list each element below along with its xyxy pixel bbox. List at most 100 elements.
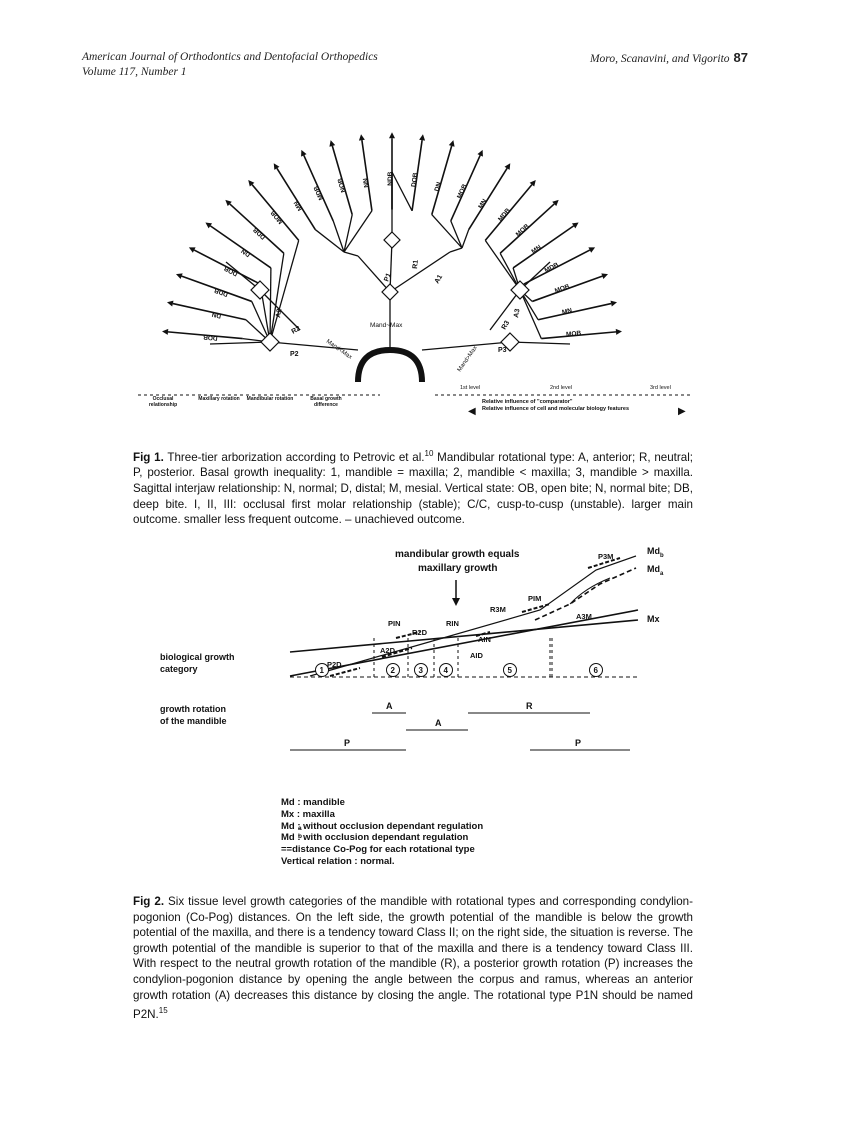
branch-tag: MN — [293, 199, 304, 212]
outcome-arrow — [499, 203, 555, 254]
outcome-arrow — [468, 167, 508, 230]
category-number: 1 — [320, 666, 325, 675]
outcome-arrow — [181, 275, 253, 303]
category-circle — [589, 663, 603, 677]
branch-tag: MOB — [566, 330, 582, 338]
arrow-head — [358, 134, 365, 141]
tree-node — [260, 332, 280, 352]
outcome-arrow — [484, 184, 533, 241]
point-label: PIM — [528, 594, 541, 603]
legend-mda: Md : without occlusion dependant regulat… — [281, 820, 484, 832]
arrow-head — [329, 140, 336, 147]
outcome-arrow — [450, 155, 481, 222]
tree-branch — [461, 229, 470, 249]
label-rot2: of the mandible — [160, 716, 227, 726]
author-names: Moro, Scanavini, and Vigorito — [589, 53, 730, 65]
svg-text:◀: ◀ — [468, 406, 476, 417]
arrow-head — [571, 222, 579, 229]
category-circle — [439, 663, 453, 677]
tree-branch — [343, 251, 359, 257]
rotation-label: A — [435, 718, 442, 728]
outcome-arrow — [229, 203, 285, 254]
outcome-arrow — [167, 331, 243, 340]
category-number: 5 — [508, 666, 513, 675]
outcome-arrow — [193, 249, 261, 285]
tree-branch — [357, 255, 391, 293]
branch-tag: NDB — [387, 171, 394, 185]
arrow-head — [588, 247, 596, 253]
tree-branch — [431, 214, 463, 249]
rotation-label: R — [526, 701, 533, 711]
branch-tag: DDB — [252, 226, 267, 241]
page-number: 87 — [733, 50, 748, 65]
legend-md: Md : mandible — [281, 797, 345, 808]
tree-branch — [389, 251, 451, 293]
tree-branch — [509, 341, 571, 345]
label-mdb: Mdb — [647, 546, 664, 559]
label-a1: A1 — [434, 274, 445, 285]
branch-tag: DDB — [213, 286, 229, 297]
label-rot1: growth rotation — [160, 704, 226, 714]
branch-tag: MOB — [554, 283, 571, 295]
category-circle — [315, 663, 329, 677]
arrow-head — [166, 300, 174, 307]
arrow-head — [301, 149, 307, 157]
branch-tag: MN — [530, 244, 543, 256]
outcome-arrow — [512, 225, 575, 269]
figure-2-growth-categories: mandibular growth equals maxillary growt… — [160, 546, 664, 751]
tree-branch — [343, 214, 353, 253]
arrow-head — [205, 222, 213, 229]
point-label: A3M — [576, 612, 592, 621]
point-label: AIN — [478, 635, 491, 644]
tree-branch — [269, 341, 359, 351]
svg-text:▶: ▶ — [678, 406, 686, 417]
label-r1: R1 — [412, 260, 420, 270]
label-r2: R2 — [291, 325, 302, 336]
rotation-label: P — [575, 738, 581, 748]
category-circle — [414, 663, 428, 677]
arrow-head — [273, 163, 280, 170]
label-mx: Mx — [647, 614, 660, 624]
arrow-head — [615, 328, 622, 335]
branch-tag: MN — [561, 307, 573, 316]
outcome-arrow — [431, 145, 453, 215]
branch-tag: NOB — [337, 177, 348, 193]
tree-branch — [269, 267, 272, 343]
label-p1: P1 — [383, 272, 393, 283]
arrow-head — [504, 163, 511, 170]
fig1-caption-sup: 10 — [424, 449, 434, 458]
fig1-caption-label: Fig 1. — [133, 450, 164, 464]
tree-branch — [269, 253, 285, 343]
tree-branch — [421, 341, 511, 351]
branch-tag: NN — [362, 177, 370, 188]
tree-node — [250, 280, 270, 300]
branch-tag: MN — [477, 198, 488, 211]
tree-branch — [332, 220, 345, 253]
label-p2: P2 — [290, 351, 299, 358]
arrow-head — [175, 273, 183, 279]
arrow-head — [248, 180, 255, 187]
point-label: PIN — [388, 619, 401, 628]
label-mda: Mda — [647, 564, 664, 577]
arrow-head — [529, 180, 536, 187]
running-header-journal: American Journal of Orthodontics and Den… — [82, 50, 378, 80]
category-circle — [503, 663, 517, 677]
category-number: 3 — [419, 666, 424, 675]
tree-branch — [391, 171, 413, 212]
journal-title: American Journal of Orthodontics and Den… — [82, 51, 378, 63]
arrow-head — [162, 328, 169, 335]
outcome-arrow — [523, 249, 591, 285]
outcome-arrow — [209, 225, 272, 269]
point-label: RIN — [446, 619, 459, 628]
tree-branch — [484, 240, 521, 291]
outcome-arrow — [276, 167, 316, 230]
tree-branch — [450, 220, 463, 249]
tree-node — [510, 280, 530, 300]
tree-branch — [269, 240, 300, 343]
tree-branch — [314, 229, 345, 253]
outcome-arrow — [411, 140, 423, 211]
legend-distance: ==distance Co-Pog for each rotational ty… — [281, 844, 475, 856]
outcome-arrow — [251, 184, 300, 241]
category-circle — [386, 663, 400, 677]
